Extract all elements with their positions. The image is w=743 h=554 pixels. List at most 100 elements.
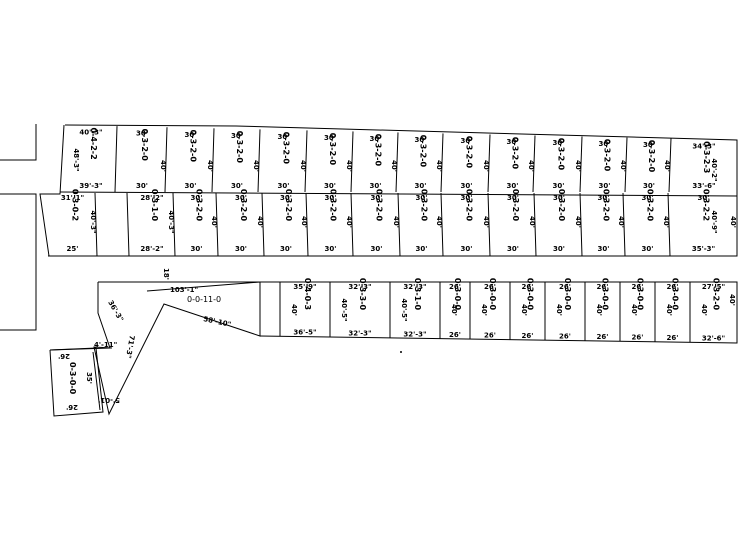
middle-lot-top-dim: 30' — [461, 194, 473, 202]
middle-lot-area: 0-3-2-0 — [511, 189, 520, 222]
north-lot-area: 0-3-2-0 — [328, 133, 337, 166]
middle-right-side-dim: 40'-9" — [710, 210, 718, 233]
south-lot-top-dim: 26' — [559, 283, 571, 291]
south-lot-side-dim: 40' — [450, 304, 458, 316]
south-row: 35'-9"0-4-0-336'-5"40'32'-3"0-3-3-032'-3… — [279, 278, 736, 343]
south-lot-top-dim: 26' — [667, 283, 679, 291]
north-lot-divider — [487, 134, 491, 193]
south-lot-bottom-dim: 26' — [449, 331, 461, 339]
south-lot-top-dim: 26' — [522, 283, 534, 291]
middle-lot-top-dim: 30' — [507, 194, 519, 202]
south-right-side-dim: 40' — [728, 294, 736, 306]
middle-lot-side-dim: 40' — [574, 216, 582, 228]
middle-lot-side-dim: 40' — [392, 216, 400, 228]
north-lot-side-dim: 40' — [663, 160, 671, 172]
middle-lot-top-dim: 30' — [280, 194, 292, 202]
south-lot-top-dim: 27'-5" — [702, 283, 725, 291]
middle-lot-bottom-dim: 35'-3" — [692, 245, 715, 253]
north-lot-area: 0-3-2-0 — [647, 140, 656, 173]
south-lot-side-dim: 40' — [480, 304, 488, 316]
triangle-diag-label: 58'-10" — [203, 315, 232, 329]
north-lot-area: 0-3-2-0 — [603, 139, 612, 172]
middle-lot-bottom-dim: 25' — [67, 245, 79, 253]
south-lot-area: 0-3-0-0 — [601, 278, 610, 311]
north-lot-area: 0-3-2-0 — [282, 132, 291, 165]
north-lot-side-dim: 40' — [345, 160, 353, 172]
south-lot-area: 0-3-0-0 — [488, 278, 497, 311]
corridor-left — [49, 282, 111, 351]
south-lot-top-dim: 26' — [632, 283, 644, 291]
north-lot-divider — [532, 135, 536, 193]
south-lot-side-dim: 40' — [700, 304, 708, 316]
middle-lot-divider — [440, 192, 444, 257]
middle-lot-divider — [579, 192, 583, 257]
south-lot-bottom-dim: 26' — [559, 332, 571, 340]
middle-lot-top-dim: 30' — [191, 194, 203, 202]
survey-dot — [400, 351, 402, 353]
sw-plot-side: 35' — [85, 372, 93, 384]
north-lot-side-dim: 40' — [299, 160, 307, 172]
middle-lot-area: 0-3-2-2 — [702, 189, 711, 221]
middle-lot-side-dim: 40'-3" — [89, 210, 97, 233]
existing-structure-top — [0, 124, 37, 161]
north-lot-top-dim: 30' — [370, 135, 382, 143]
north-lot-area: 0-3-2-0 — [465, 136, 474, 169]
north-lot-bottom-dim: 30' — [185, 182, 197, 190]
south-lot-side-dim: 40' — [520, 304, 528, 316]
north-left-side-dim: 48'-3" — [72, 148, 80, 171]
north-lot-area: 0-3-2-0 — [189, 130, 198, 163]
triangle-top-label: 103'-1" — [170, 286, 198, 294]
middle-lot-side-dim: 40' — [435, 216, 443, 228]
middle-lot-bottom-dim: 30' — [371, 245, 383, 253]
south-block-outline — [259, 281, 738, 344]
middle-lot-side-dim: 40' — [617, 216, 625, 228]
north-lot-top-dim: 30' — [231, 132, 243, 140]
north-lot-top-dim: 30' — [324, 134, 336, 142]
middle-lot-area: 0-3-2-0 — [420, 189, 429, 222]
middle-lot-top-dim: 30' — [553, 194, 565, 202]
sw-plot-mark-a: 4'-11" — [94, 341, 117, 349]
north-lot-top-dim: 30' — [185, 131, 197, 139]
middle-lot-side-dim: 40' — [345, 216, 353, 228]
north-lot-area: 0-3-2-0 — [511, 137, 520, 170]
middle-lot-top-dim: 30' — [598, 194, 610, 202]
existing-structure-left — [0, 193, 37, 331]
north-lot-top-dim: 30' — [136, 130, 148, 138]
north-lot-divider — [579, 136, 583, 193]
middle-lot-area: 0-3-2-0 — [465, 189, 474, 222]
sw-plot-top: 26' — [58, 352, 70, 360]
north-lot-divider — [624, 137, 628, 193]
middle-lot-bottom-dim: 30' — [280, 245, 292, 253]
south-lot-bottom-dim: 32'-6" — [702, 335, 725, 343]
south-lot-bottom-dim: 26' — [597, 333, 609, 341]
middle-lot-divider — [533, 192, 537, 257]
middle-lot-side-dim: 40' — [482, 216, 490, 228]
road-width-label: 18' — [162, 268, 170, 280]
south-lot-bottom-dim: 26' — [632, 334, 644, 342]
middle-lot-area: 0-3-2-0 — [239, 189, 248, 222]
south-lot-top-dim: 35'-9" — [293, 283, 316, 291]
middle-lot-divider — [487, 192, 491, 257]
middle-lot-side-dim: 40' — [729, 216, 737, 228]
middle-lot-area: 0-3-2-0 — [375, 189, 384, 222]
north-lot-divider — [350, 131, 354, 193]
middle-lot-area: 0-3-0-2 — [71, 189, 80, 221]
north-lot-side-dim: 40' — [252, 160, 260, 172]
south-lot-side-dim: 40' — [595, 304, 603, 316]
south-lot-bottom-dim: 32'-3" — [403, 330, 426, 338]
middle-lot-top-dim: 30' — [698, 194, 710, 202]
south-lot-side-dim: 40' — [290, 304, 298, 316]
north-lot-divider — [440, 133, 444, 193]
south-lot-area: 0-3-3-0 — [358, 278, 367, 311]
north-lot-area: 0-3-2-0 — [140, 129, 149, 162]
middle-lot-top-dim: 31'-1" — [61, 194, 84, 202]
sw-plot-bottom: 26' — [66, 403, 78, 411]
north-lot-bottom-dim: 30' — [324, 182, 336, 190]
south-lot-area: 0-3-0-0 — [671, 278, 680, 311]
north-lot-bottom-dim: 30' — [136, 182, 148, 190]
north-lot-top-dim: 30' — [553, 139, 565, 147]
south-lot-side-dim: 40' — [630, 304, 638, 316]
middle-lot-divider — [261, 192, 265, 257]
middle-lot-bottom-dim: 30' — [507, 245, 519, 253]
